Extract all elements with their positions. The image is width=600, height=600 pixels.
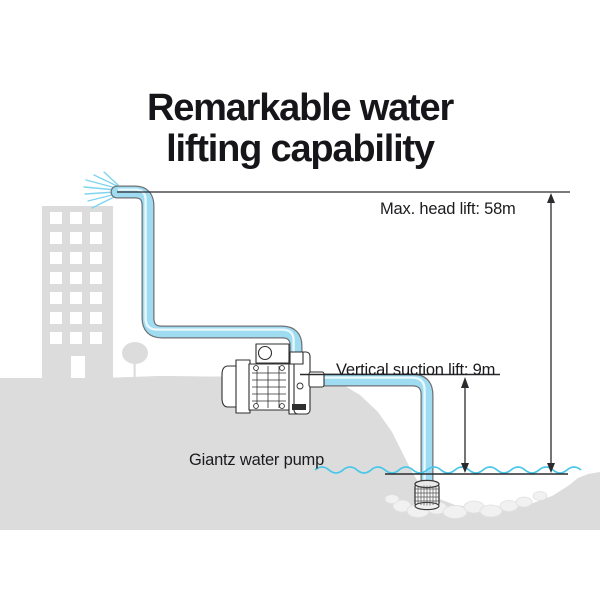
pump-caption-label: Giantz water pump [189,451,325,469]
building-windows [50,212,102,378]
ground-terrain [0,374,600,530]
ground-left-shape [0,374,312,530]
gravel-bed [384,491,548,519]
vertical-suction-lift-label: Vertical suction lift: 9m [336,361,496,379]
suction-pipe [315,373,434,494]
water-surface [314,466,582,474]
apartment-building-silhouette [42,206,113,378]
giantz-water-pump [221,343,325,415]
tree-silhouette [122,342,148,378]
max-head-lift-label: Max. head lift: 58m [380,200,516,218]
suction-lift-dimension-arrow [461,377,469,473]
head-lift-dimension-arrow [547,193,555,473]
foot-valve-strainer [414,479,440,511]
